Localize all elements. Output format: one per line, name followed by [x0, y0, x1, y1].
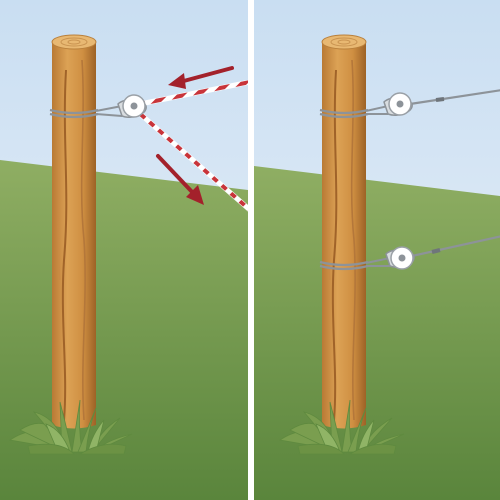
insulator-icon	[383, 92, 413, 116]
post-wire-wrap	[319, 257, 391, 271]
grass-tuft-icon	[278, 399, 405, 455]
arrow-icon	[168, 66, 234, 89]
insulator-icon	[385, 246, 415, 270]
post-top	[51, 34, 97, 50]
grass-tuft-icon	[8, 399, 133, 455]
panel-divider	[248, 0, 254, 500]
arrow-icon	[156, 154, 204, 205]
right-panel	[254, 0, 500, 500]
post-wire-wrap	[49, 105, 123, 119]
insulator-icon	[117, 94, 147, 118]
wooden-post	[51, 34, 97, 429]
wooden-post	[321, 34, 367, 429]
steel-wire-lower	[411, 235, 500, 258]
steel-wire-upper	[409, 89, 500, 106]
left-panel	[0, 0, 248, 500]
post-wire-wrap	[319, 105, 389, 119]
post-top	[321, 34, 367, 50]
